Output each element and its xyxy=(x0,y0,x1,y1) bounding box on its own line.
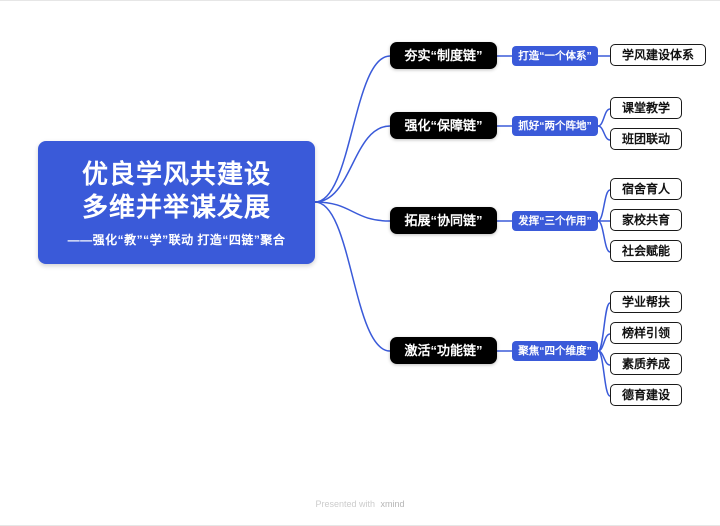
root-subtitle: ——强化“教”“学”联动 打造“四链”聚合 xyxy=(67,232,286,247)
branch-1-leaf-1[interactable]: 学风建设体系 xyxy=(610,44,707,66)
watermark-brand: xmind xyxy=(380,499,405,509)
connector-path xyxy=(314,55,391,203)
branch-3-leaf-2[interactable]: 家校共育 xyxy=(610,209,683,231)
branch-topic-1[interactable]: 夯实“制度链” xyxy=(390,42,497,69)
branch-4-leaf-4[interactable]: 德育建设 xyxy=(610,384,683,406)
branch-4-leaf-2[interactable]: 榜样引领 xyxy=(610,322,683,344)
connector-path xyxy=(597,333,611,352)
root-title-line-2: 多维并举谋发展 xyxy=(81,191,271,222)
branch-2-leaf-1[interactable]: 课堂教学 xyxy=(610,97,683,119)
watermark-prefix: Presented with xyxy=(315,499,375,509)
root-topic[interactable]: 优良学风共建设 多维并举谋发展 ——强化“教”“学”联动 打造“四链”聚合 xyxy=(38,141,315,264)
branch-3-leaf-3[interactable]: 社会赋能 xyxy=(610,240,683,262)
branch-topic-4[interactable]: 激活“功能链” xyxy=(390,337,497,364)
branch-1-subtopic[interactable]: 打造“一个体系” xyxy=(512,46,598,66)
connector-path xyxy=(314,201,391,352)
connector-path xyxy=(597,108,611,127)
connector-path xyxy=(597,189,611,222)
branch-3-subtopic[interactable]: 发挥“三个作用” xyxy=(512,211,598,231)
branch-4-leaf-3[interactable]: 素质养成 xyxy=(610,353,683,375)
connector-path xyxy=(597,350,611,397)
root-title-line-1: 优良学风共建设 xyxy=(81,158,271,189)
branch-2-subtopic[interactable]: 抓好“两个阵地” xyxy=(512,116,598,136)
connector-path xyxy=(314,125,391,203)
branch-2-leaf-2[interactable]: 班团联动 xyxy=(610,128,683,150)
branch-4-leaf-1[interactable]: 学业帮扶 xyxy=(610,291,683,313)
connector-path xyxy=(597,220,611,253)
connector-path xyxy=(314,201,391,222)
connector-path xyxy=(597,302,611,352)
connector-path xyxy=(597,125,611,141)
watermark: Presented with xmind xyxy=(0,499,720,509)
branch-3-leaf-1[interactable]: 宿舍育人 xyxy=(610,178,683,200)
branch-topic-3[interactable]: 拓展“协同链” xyxy=(390,207,497,234)
branch-topic-2[interactable]: 强化“保障链” xyxy=(390,112,497,139)
branch-4-subtopic[interactable]: 聚焦“四个维度” xyxy=(512,341,598,361)
